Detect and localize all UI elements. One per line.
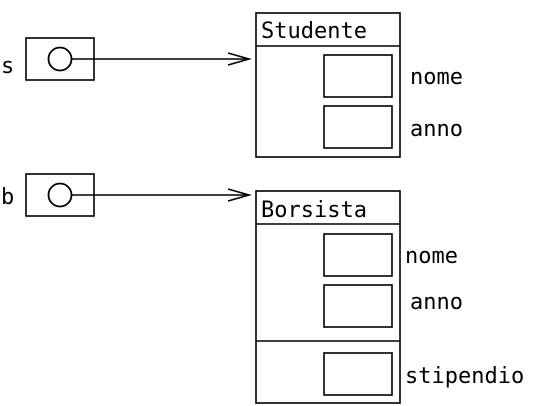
object-borsista: Borsista nome anno stipendio [255, 190, 524, 404]
studente-class-name: Studente [261, 19, 367, 44]
arrow-s-to-studente [71, 52, 252, 66]
borsista-field-nome-box [323, 233, 393, 277]
arrow-b-head [227, 188, 252, 202]
studente-field-anno-label: anno [410, 117, 463, 142]
borsista-field-anno-label: anno [410, 290, 463, 315]
borsista-field-nome-label: nome [405, 244, 458, 269]
arrow-s-head [227, 52, 252, 66]
object-studente: Studente nome anno [255, 12, 463, 158]
borsista-field-stipendio-box [323, 352, 393, 396]
studente-field-anno-box [323, 105, 393, 149]
borsista-field-anno-box [323, 284, 393, 328]
variable-b-label: b [1, 185, 14, 210]
variable-s-label: s [1, 54, 14, 79]
studente-field-nome-box [323, 54, 393, 98]
studente-field-nome-label: nome [410, 65, 463, 90]
borsista-field-stipendio-label: stipendio [405, 364, 524, 389]
variable-b-reference-circle [47, 182, 73, 208]
arrow-b-to-borsista [71, 188, 252, 202]
variable-s-reference-circle [47, 46, 73, 72]
borsista-class-name: Borsista [261, 198, 367, 223]
